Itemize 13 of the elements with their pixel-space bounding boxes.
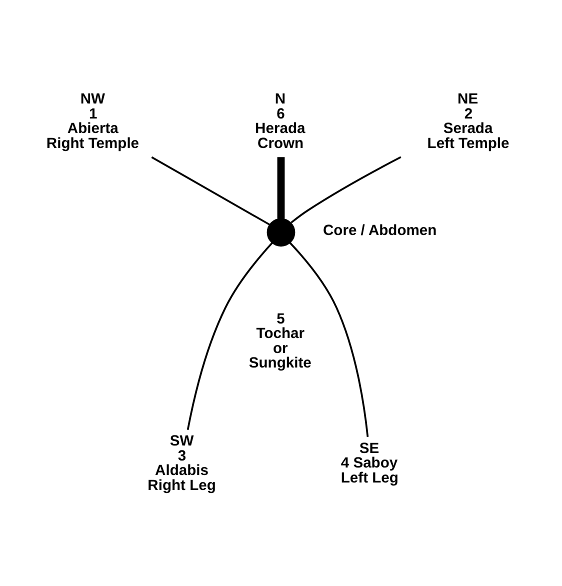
connector <box>151 156 270 225</box>
node-text: NW 1 Abierta Right Temple <box>46 90 140 152</box>
connector <box>186 242 273 430</box>
connector <box>290 156 402 223</box>
label: 5 Tochar or Sungkite <box>248 310 312 372</box>
connector <box>277 156 285 218</box>
connector <box>289 242 369 436</box>
node-text: SE 4 Saboy Left Leg <box>340 440 398 486</box>
node-text: N 6 Herada Crown <box>255 90 306 152</box>
node-text: NE 2 Serada Left Temple <box>427 90 510 152</box>
node-text: SW 3 Aldabis Right Leg <box>148 432 216 494</box>
node-label: Core / Abdomen <box>322 222 437 238</box>
node-circle <box>266 218 296 246</box>
